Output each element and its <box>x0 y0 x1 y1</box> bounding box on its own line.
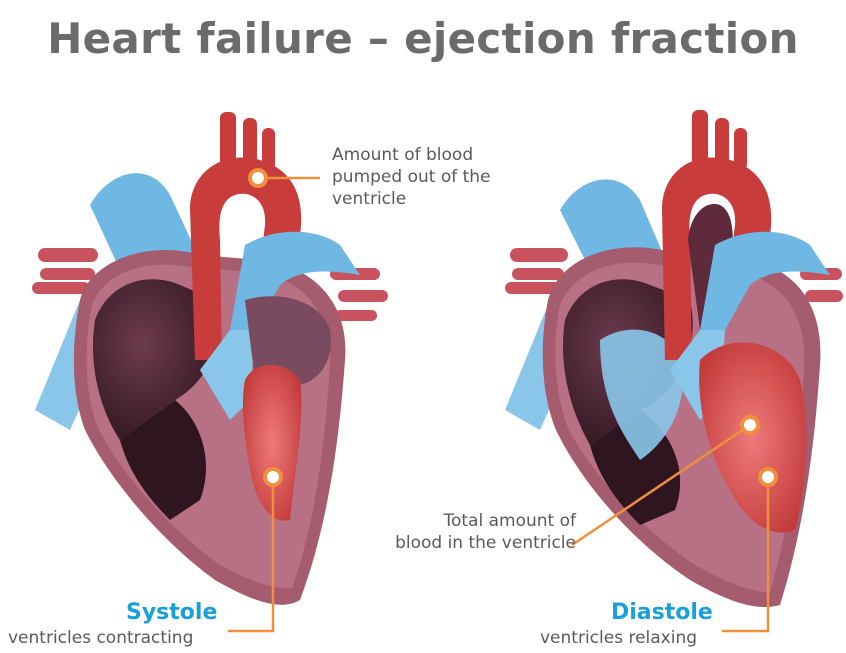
total-line-2: blood in the ventricle <box>380 532 576 554</box>
pumped-line-3: ventricle <box>332 188 491 210</box>
systole-ventricle-marker-dot <box>265 469 281 485</box>
pumped-line-2: pumped out of the <box>332 166 491 188</box>
diastole-total-marker-dot <box>742 417 758 433</box>
diastole-caption: Diastole <box>611 600 713 625</box>
total-annotation: Total amount of blood in the ventricle <box>380 510 576 554</box>
diastole-ventricle-marker-dot <box>760 469 776 485</box>
systole-caption: Systole <box>126 600 217 625</box>
systole-subcaption: ventricles contracting <box>8 628 193 648</box>
aorta-marker-dot <box>250 170 266 186</box>
diastole-subcaption: ventricles relaxing <box>540 628 697 648</box>
pumped-annotation: Amount of blood pumped out of the ventri… <box>332 144 491 210</box>
pumped-line-1: Amount of blood <box>332 144 491 166</box>
total-line-1: Total amount of <box>380 510 576 532</box>
